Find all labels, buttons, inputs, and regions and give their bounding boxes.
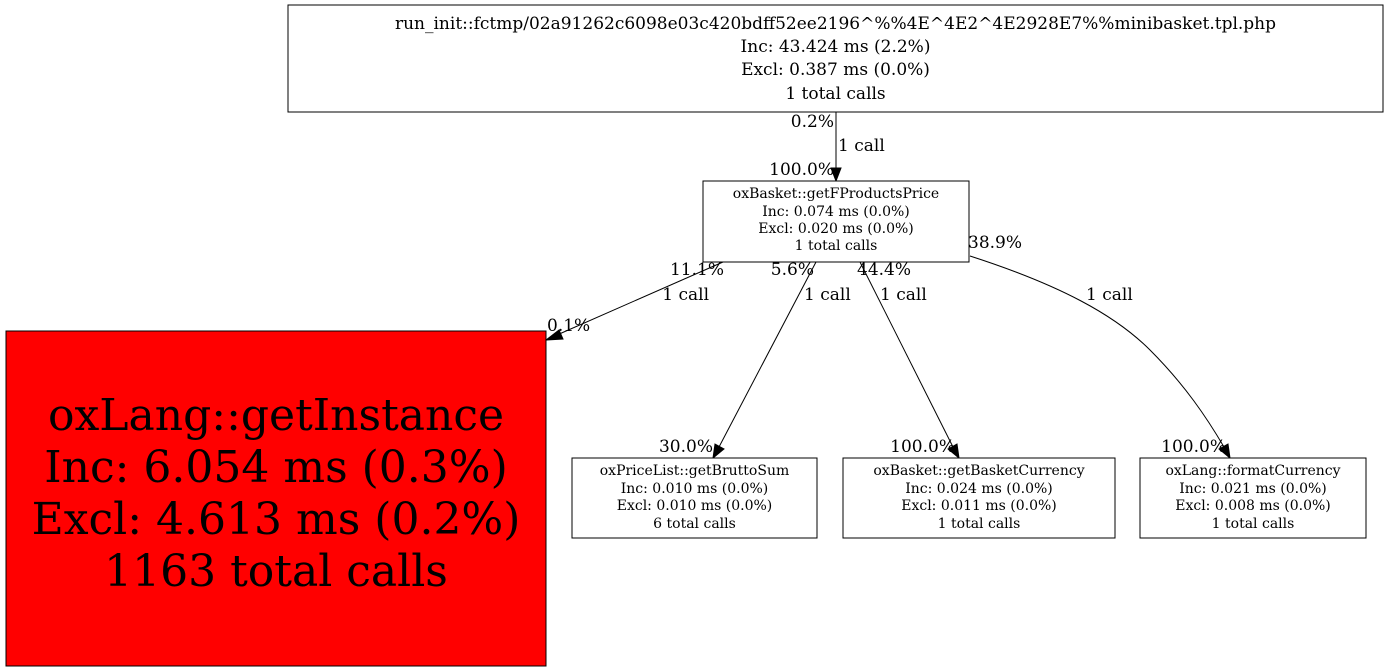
edge-head-percent: 100.0% [890, 437, 955, 457]
node-total-calls: 1 total calls [1212, 516, 1295, 532]
edge-root-to-getfproductsprice: 0.2% 1 call 100.0% [769, 112, 885, 183]
node-getbruttosum[interactable]: oxPriceList::getBruttoSum Inc: 0.010 ms … [571, 457, 818, 539]
edge-getfproductsprice-to-getbasketcurrency: 44.4% 1 call 100.0% [857, 260, 960, 460]
arrow-head [544, 329, 564, 341]
node-inclusive-time: Inc: 0.024 ms (0.0%) [905, 481, 1053, 497]
node-getbasketcurrency[interactable]: oxBasket::getBasketCurrency Inc: 0.024 m… [842, 457, 1116, 539]
node-function-name: oxPriceList::getBruttoSum [600, 463, 790, 479]
edge-tail-percent: 38.9% [968, 233, 1022, 253]
node-formatcurrency[interactable]: oxLang::formatCurrency Inc: 0.021 ms (0.… [1139, 457, 1367, 539]
node-inclusive-time: Inc: 0.010 ms (0.0%) [621, 481, 769, 497]
node-function-name: oxBasket::getBasketCurrency [873, 463, 1084, 479]
edge-getfproductsprice-to-formatcurrency: 38.9% 1 call 100.0% [968, 233, 1231, 460]
arrow-head [947, 443, 960, 460]
node-exclusive-time: Excl: 4.613 ms (0.2%) [32, 494, 521, 545]
arrow-head [712, 443, 725, 460]
edge-call-label: 1 call [1086, 285, 1133, 305]
edge-getfproductsprice-to-getbruttosum: 5.6% 1 call 30.0% [659, 260, 851, 460]
node-function-name: oxBasket::getFProductsPrice [733, 186, 939, 202]
node-box [1139, 457, 1367, 539]
node-box [287, 4, 1384, 113]
node-total-calls: 1 total calls [785, 84, 885, 104]
node-box-hot [5, 330, 547, 667]
edge-head-percent: 100.0% [1161, 437, 1226, 457]
node-exclusive-time: Excl: 0.387 ms (0.0%) [741, 60, 930, 80]
edge-line [859, 261, 954, 448]
edge-call-label: 1 call [880, 285, 927, 305]
edge-head-percent: 100.0% [769, 160, 834, 180]
arrow-head [1218, 443, 1231, 460]
edge-head-percent: 0.1% [547, 316, 590, 336]
node-run-init[interactable]: run_init::fctmp/02a91262c6098e03c420bdff… [287, 4, 1384, 113]
edge-tail-percent: 5.6% [771, 260, 814, 280]
node-exclusive-time: Excl: 0.010 ms (0.0%) [617, 498, 773, 514]
node-getfproductsprice[interactable]: oxBasket::getFProductsPrice Inc: 0.074 m… [702, 180, 970, 263]
node-total-calls: 6 total calls [653, 516, 736, 532]
node-total-calls: 1163 total calls [104, 546, 448, 597]
edge-call-label: 1 call [804, 285, 851, 305]
node-inclusive-time: Inc: 6.054 ms (0.3%) [44, 442, 508, 493]
node-function-name: oxLang::getInstance [48, 390, 504, 441]
edge-line [556, 261, 724, 336]
edge-head-percent: 30.0% [659, 437, 713, 457]
node-total-calls: 1 total calls [795, 238, 878, 254]
node-exclusive-time: Excl: 0.020 ms (0.0%) [758, 221, 914, 237]
node-total-calls: 1 total calls [938, 516, 1021, 532]
edge-line [718, 261, 817, 448]
node-box [571, 457, 818, 539]
node-box [842, 457, 1116, 539]
node-function-name: oxLang::formatCurrency [1165, 463, 1340, 479]
node-box [702, 180, 970, 263]
edge-tail-percent: 44.4% [857, 260, 911, 280]
node-function-name: run_init::fctmp/02a91262c6098e03c420bdff… [395, 14, 1276, 34]
node-inclusive-time: Inc: 0.021 ms (0.0%) [1179, 481, 1327, 497]
node-inclusive-time: Inc: 43.424 ms (2.2%) [741, 37, 931, 57]
node-inclusive-time: Inc: 0.074 ms (0.0%) [762, 204, 910, 220]
edge-line [969, 255, 1225, 448]
edge-call-label: 1 call [662, 285, 709, 305]
node-getinstance[interactable]: oxLang::getInstance Inc: 6.054 ms (0.3%)… [5, 330, 547, 667]
arrow-head [830, 167, 842, 183]
edge-tail-percent: 11.1% [670, 260, 724, 280]
node-exclusive-time: Excl: 0.008 ms (0.0%) [1175, 498, 1331, 514]
edge-tail-percent: 0.2% [791, 112, 834, 132]
edge-call-label: 1 call [838, 136, 885, 156]
node-exclusive-time: Excl: 0.011 ms (0.0%) [901, 498, 1057, 514]
edge-getfproductsprice-to-getinstance: 11.1% 1 call 0.1% [544, 260, 724, 341]
